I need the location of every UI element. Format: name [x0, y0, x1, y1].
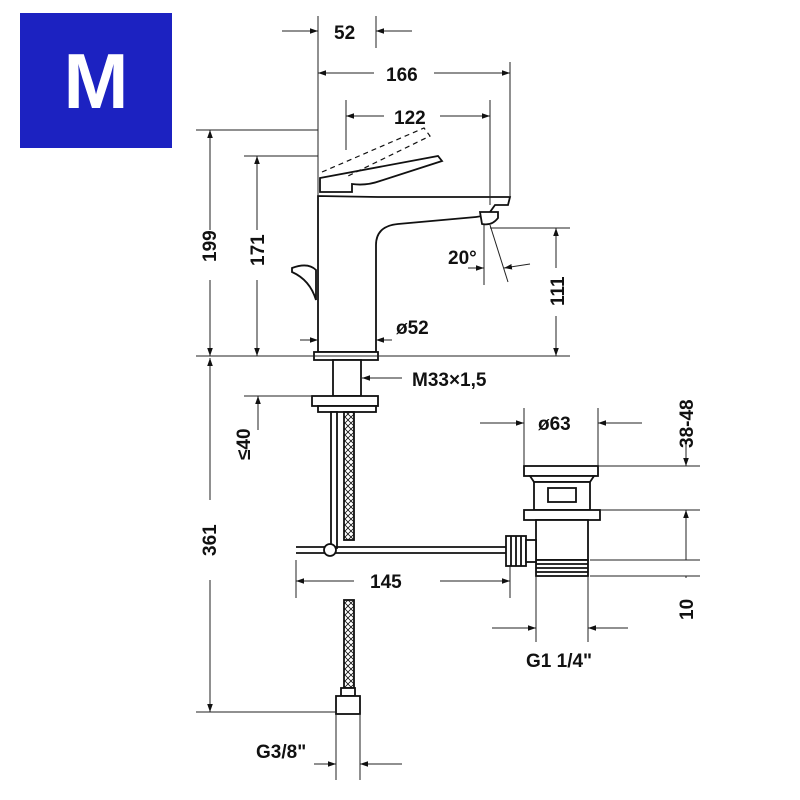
dim-le40-label: ≤40	[234, 428, 255, 460]
waste-valve	[505, 465, 601, 577]
lever-open-position	[321, 127, 431, 177]
thread-g38-label: G3/8"	[256, 742, 306, 763]
dim-171-label: 171	[248, 234, 269, 266]
dim-166-label: 166	[386, 65, 418, 86]
dimension-lines	[196, 16, 700, 780]
dia-63-label: ø63	[538, 414, 571, 435]
dim-52-label: 52	[334, 23, 355, 44]
dim-122-label: 122	[394, 108, 426, 129]
dim-361-label: 361	[200, 524, 221, 556]
mounting-shank	[311, 359, 379, 715]
thread-g114-label: G1 1/4"	[526, 651, 592, 672]
dim-10-label: 10	[677, 599, 698, 620]
thread-m33-label: M33×1,5	[412, 370, 487, 391]
dim-145-label: 145	[370, 572, 402, 593]
popup-linkage	[296, 543, 506, 557]
faucet-body	[291, 155, 512, 361]
dim-199-label: 199	[200, 230, 221, 262]
dim-38-48-label: 38-48	[677, 399, 698, 448]
dia-52-label: ø52	[396, 318, 429, 339]
size-badge-letter: M	[63, 36, 129, 125]
dim-20-angle-label: 20°	[448, 248, 477, 269]
dim-111-label: 111	[548, 276, 569, 306]
size-badge: M	[20, 13, 172, 148]
